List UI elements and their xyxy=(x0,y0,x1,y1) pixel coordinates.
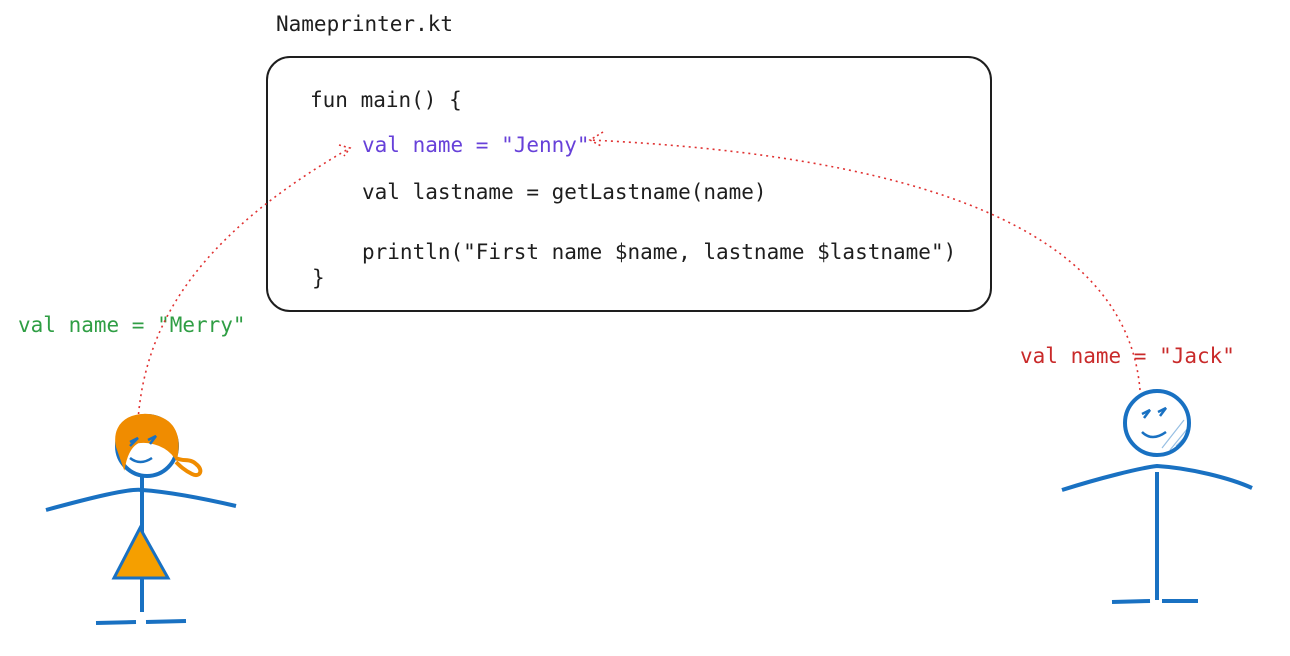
merry-foot-right xyxy=(145,619,187,624)
code-box xyxy=(266,56,992,312)
merry-figure xyxy=(45,413,237,625)
jack-arrow-path xyxy=(589,139,1141,391)
merry-arrow-head xyxy=(338,144,352,157)
merry-arrow xyxy=(137,144,352,421)
merry-arrow-path xyxy=(137,147,351,421)
code-line-main: fun main() { xyxy=(310,88,462,112)
merry-eyes xyxy=(129,434,157,447)
jack-foot-left xyxy=(1111,599,1151,604)
jack-head xyxy=(1123,389,1191,457)
code-line-close-brace: } xyxy=(312,266,325,290)
merry-arms xyxy=(45,487,237,512)
code-line-println: println("First name $name, lastname $las… xyxy=(362,240,957,264)
merry-braid xyxy=(174,456,203,477)
merry-foot-left xyxy=(95,620,137,625)
jack-arrow xyxy=(588,131,1141,391)
merry-label: val name = "Merry" xyxy=(18,313,246,337)
jack-arrow-head xyxy=(588,131,604,148)
merry-dress xyxy=(111,524,171,580)
jack-hatch xyxy=(1161,419,1189,451)
code-line-lastname: val lastname = getLastname(name) xyxy=(362,180,767,204)
merry-smile xyxy=(129,456,153,464)
file-name: Nameprinter.kt xyxy=(276,12,454,36)
jack-smile xyxy=(1141,430,1167,439)
jack-figure xyxy=(1061,389,1253,604)
jack-label: val name = "Jack" xyxy=(1020,344,1235,368)
code-line-name-jenny: val name = "Jenny" xyxy=(362,133,590,157)
jack-arms xyxy=(1061,463,1253,492)
merry-hair xyxy=(115,413,179,471)
jack-eyes xyxy=(1141,406,1167,419)
